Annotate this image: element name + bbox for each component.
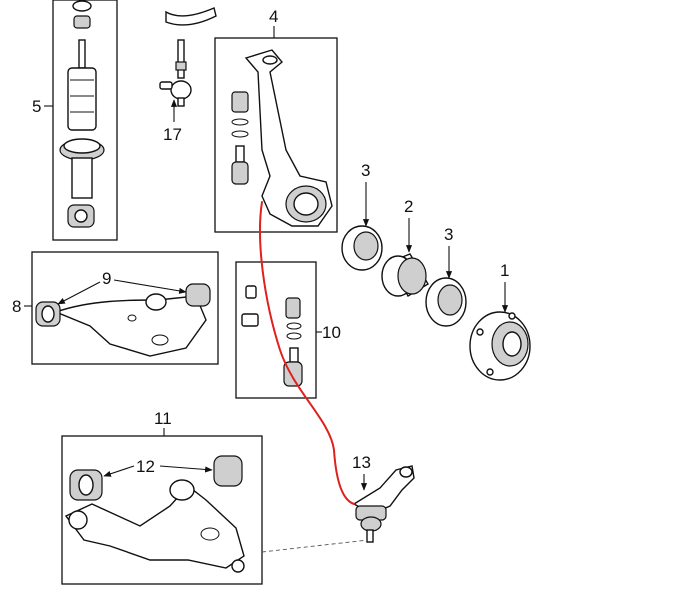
leader-12b bbox=[159, 465, 213, 473]
ball-joint-kit-drawing[interactable] bbox=[241, 285, 303, 387]
shock-absorber-drawing[interactable] bbox=[59, 0, 105, 228]
steering-knuckle-group: 4 bbox=[214, 7, 338, 233]
oil-seal-outer-drawing[interactable] bbox=[425, 277, 467, 327]
callout-5: 5 bbox=[32, 97, 41, 116]
hub-assembly-group: 3 2 3 1 bbox=[341, 161, 531, 381]
callout-9: 9 bbox=[102, 269, 111, 288]
lower-control-arm-group: 11 12 bbox=[61, 409, 263, 585]
ball-joint-kit-box bbox=[235, 261, 317, 399]
stabilizer-link-group: 17 bbox=[159, 7, 217, 144]
steering-knuckle-drawing[interactable] bbox=[231, 49, 333, 227]
ball-joint-kit-group: 10 bbox=[235, 261, 341, 399]
callout-12: 12 bbox=[136, 457, 155, 476]
upper-control-arm-drawing[interactable] bbox=[35, 283, 211, 357]
wheel-bearing-drawing[interactable] bbox=[381, 253, 429, 297]
callout-3a: 3 bbox=[361, 161, 370, 180]
lower-control-arm-box bbox=[61, 435, 263, 585]
callout-17: 17 bbox=[163, 125, 182, 144]
lower-ball-joint-group: 13 bbox=[261, 453, 415, 553]
lower-control-arm-drawing[interactable] bbox=[64, 455, 245, 573]
leader-9a bbox=[57, 281, 101, 305]
callout-2: 2 bbox=[404, 197, 413, 216]
hub-drawing[interactable] bbox=[469, 311, 531, 381]
lower-ball-joint-drawing[interactable] bbox=[352, 465, 415, 543]
stabilizer-link-drawing[interactable] bbox=[159, 7, 217, 107]
callout-4: 4 bbox=[269, 7, 278, 26]
upper-control-arm-group: 8 9 bbox=[12, 251, 219, 365]
shock-absorber-group: 5 bbox=[32, 0, 118, 241]
red-annotation-line bbox=[259, 201, 355, 505]
leader-9b bbox=[113, 279, 187, 294]
leader-12a bbox=[103, 465, 135, 477]
callout-3b: 3 bbox=[444, 225, 453, 244]
shock-absorber-box bbox=[52, 0, 118, 241]
steering-knuckle-box bbox=[214, 37, 338, 233]
callout-1: 1 bbox=[500, 261, 509, 280]
callout-10: 10 bbox=[322, 323, 341, 342]
upper-control-arm-box bbox=[31, 251, 219, 365]
oil-seal-inner-drawing[interactable] bbox=[341, 225, 383, 271]
callout-11: 11 bbox=[154, 409, 172, 428]
assembly-dashed-line bbox=[261, 539, 369, 553]
callout-13: 13 bbox=[352, 453, 371, 472]
callout-8: 8 bbox=[12, 297, 21, 316]
